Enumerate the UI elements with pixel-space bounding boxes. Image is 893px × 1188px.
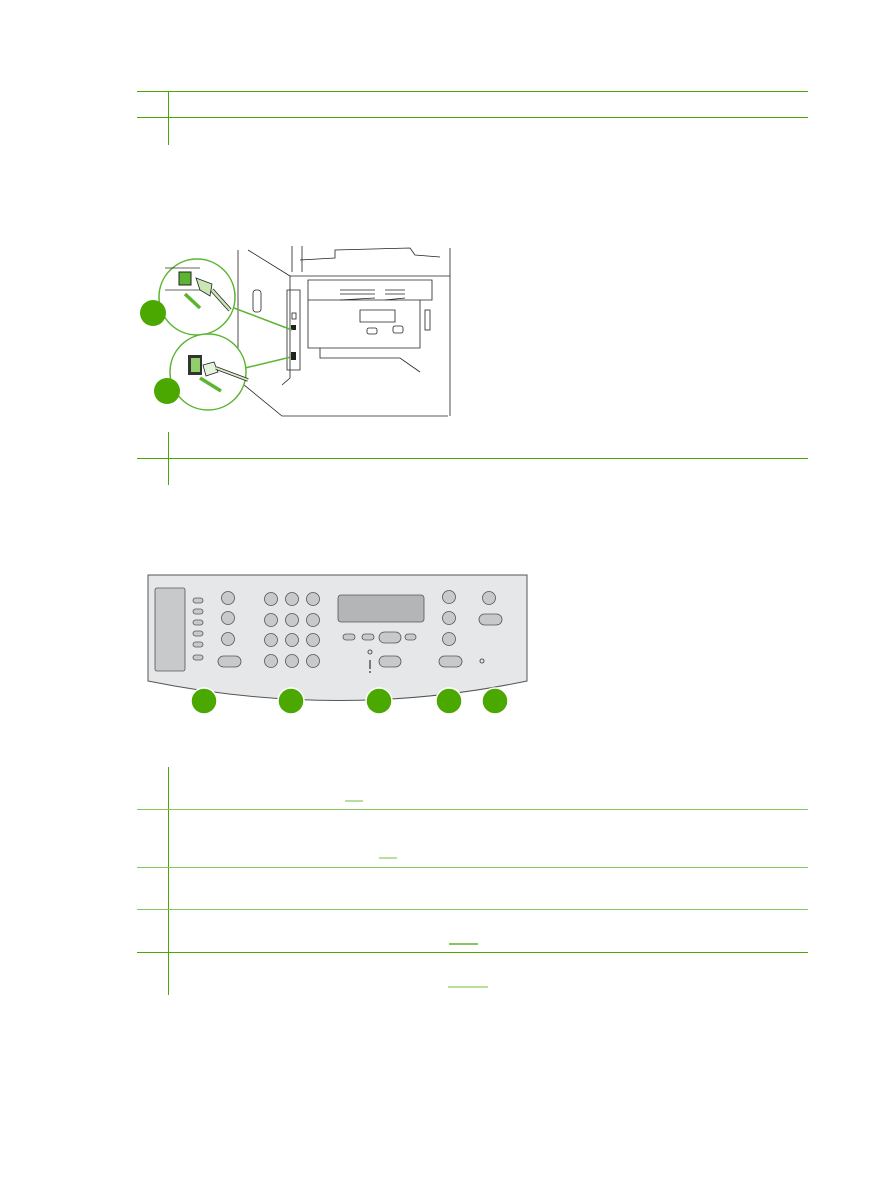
status-light [367,649,373,655]
table-rule [137,458,808,459]
fax-magnifier [169,333,247,411]
table-rule [137,809,808,810]
menu-button [378,631,402,644]
arrow-icon [199,376,222,393]
table-rule [137,909,808,910]
display [337,594,425,623]
copy-button [442,632,456,646]
link[interactable] [449,943,478,945]
callout-5 [481,687,509,715]
fax-button [221,611,235,625]
arrow-icon [183,292,202,310]
copy-button [442,590,456,604]
keypad [264,592,320,668]
table-column-divider [168,767,169,995]
link[interactable] [448,986,488,988]
callout-2 [277,687,305,715]
table-rule [137,867,808,868]
fax-button [221,632,235,646]
usb-magnifier [158,258,236,336]
table-rule [137,117,808,118]
one-touch-button [192,608,204,615]
phone-cable-icon [188,355,249,393]
fax-button [217,655,242,668]
copy-button [442,611,456,625]
one-touch-button [192,619,204,626]
table-column-divider [168,91,169,145]
scan-button [482,591,496,605]
cancel-button [378,655,402,668]
table-rule [137,91,808,92]
link[interactable] [345,800,363,802]
callout-2 [154,378,180,404]
one-touch-button [192,597,204,604]
callout-leader [225,304,293,331]
one-touch-button [192,630,204,637]
control-panel-body [147,574,528,701]
callout-4 [435,687,463,715]
link[interactable] [379,857,397,859]
fax-port [291,352,296,360]
menu-button [404,633,417,641]
callout-3 [365,687,393,715]
menu-button [342,633,356,641]
callout-leader [244,356,292,369]
printer-rear-drawing [237,246,451,417]
menu-button [361,633,375,641]
usb-port [291,325,296,330]
callout-1 [190,687,218,715]
start-copy-button [438,655,463,668]
power-light [479,658,485,664]
table-rule [137,952,808,953]
fax-button [221,591,235,605]
overlay-area [154,587,186,672]
usb-cable-icon [165,267,232,312]
scan-button [478,613,503,626]
one-touch-button [192,641,204,648]
one-touch-button [192,654,204,661]
callout-1 [140,300,166,326]
